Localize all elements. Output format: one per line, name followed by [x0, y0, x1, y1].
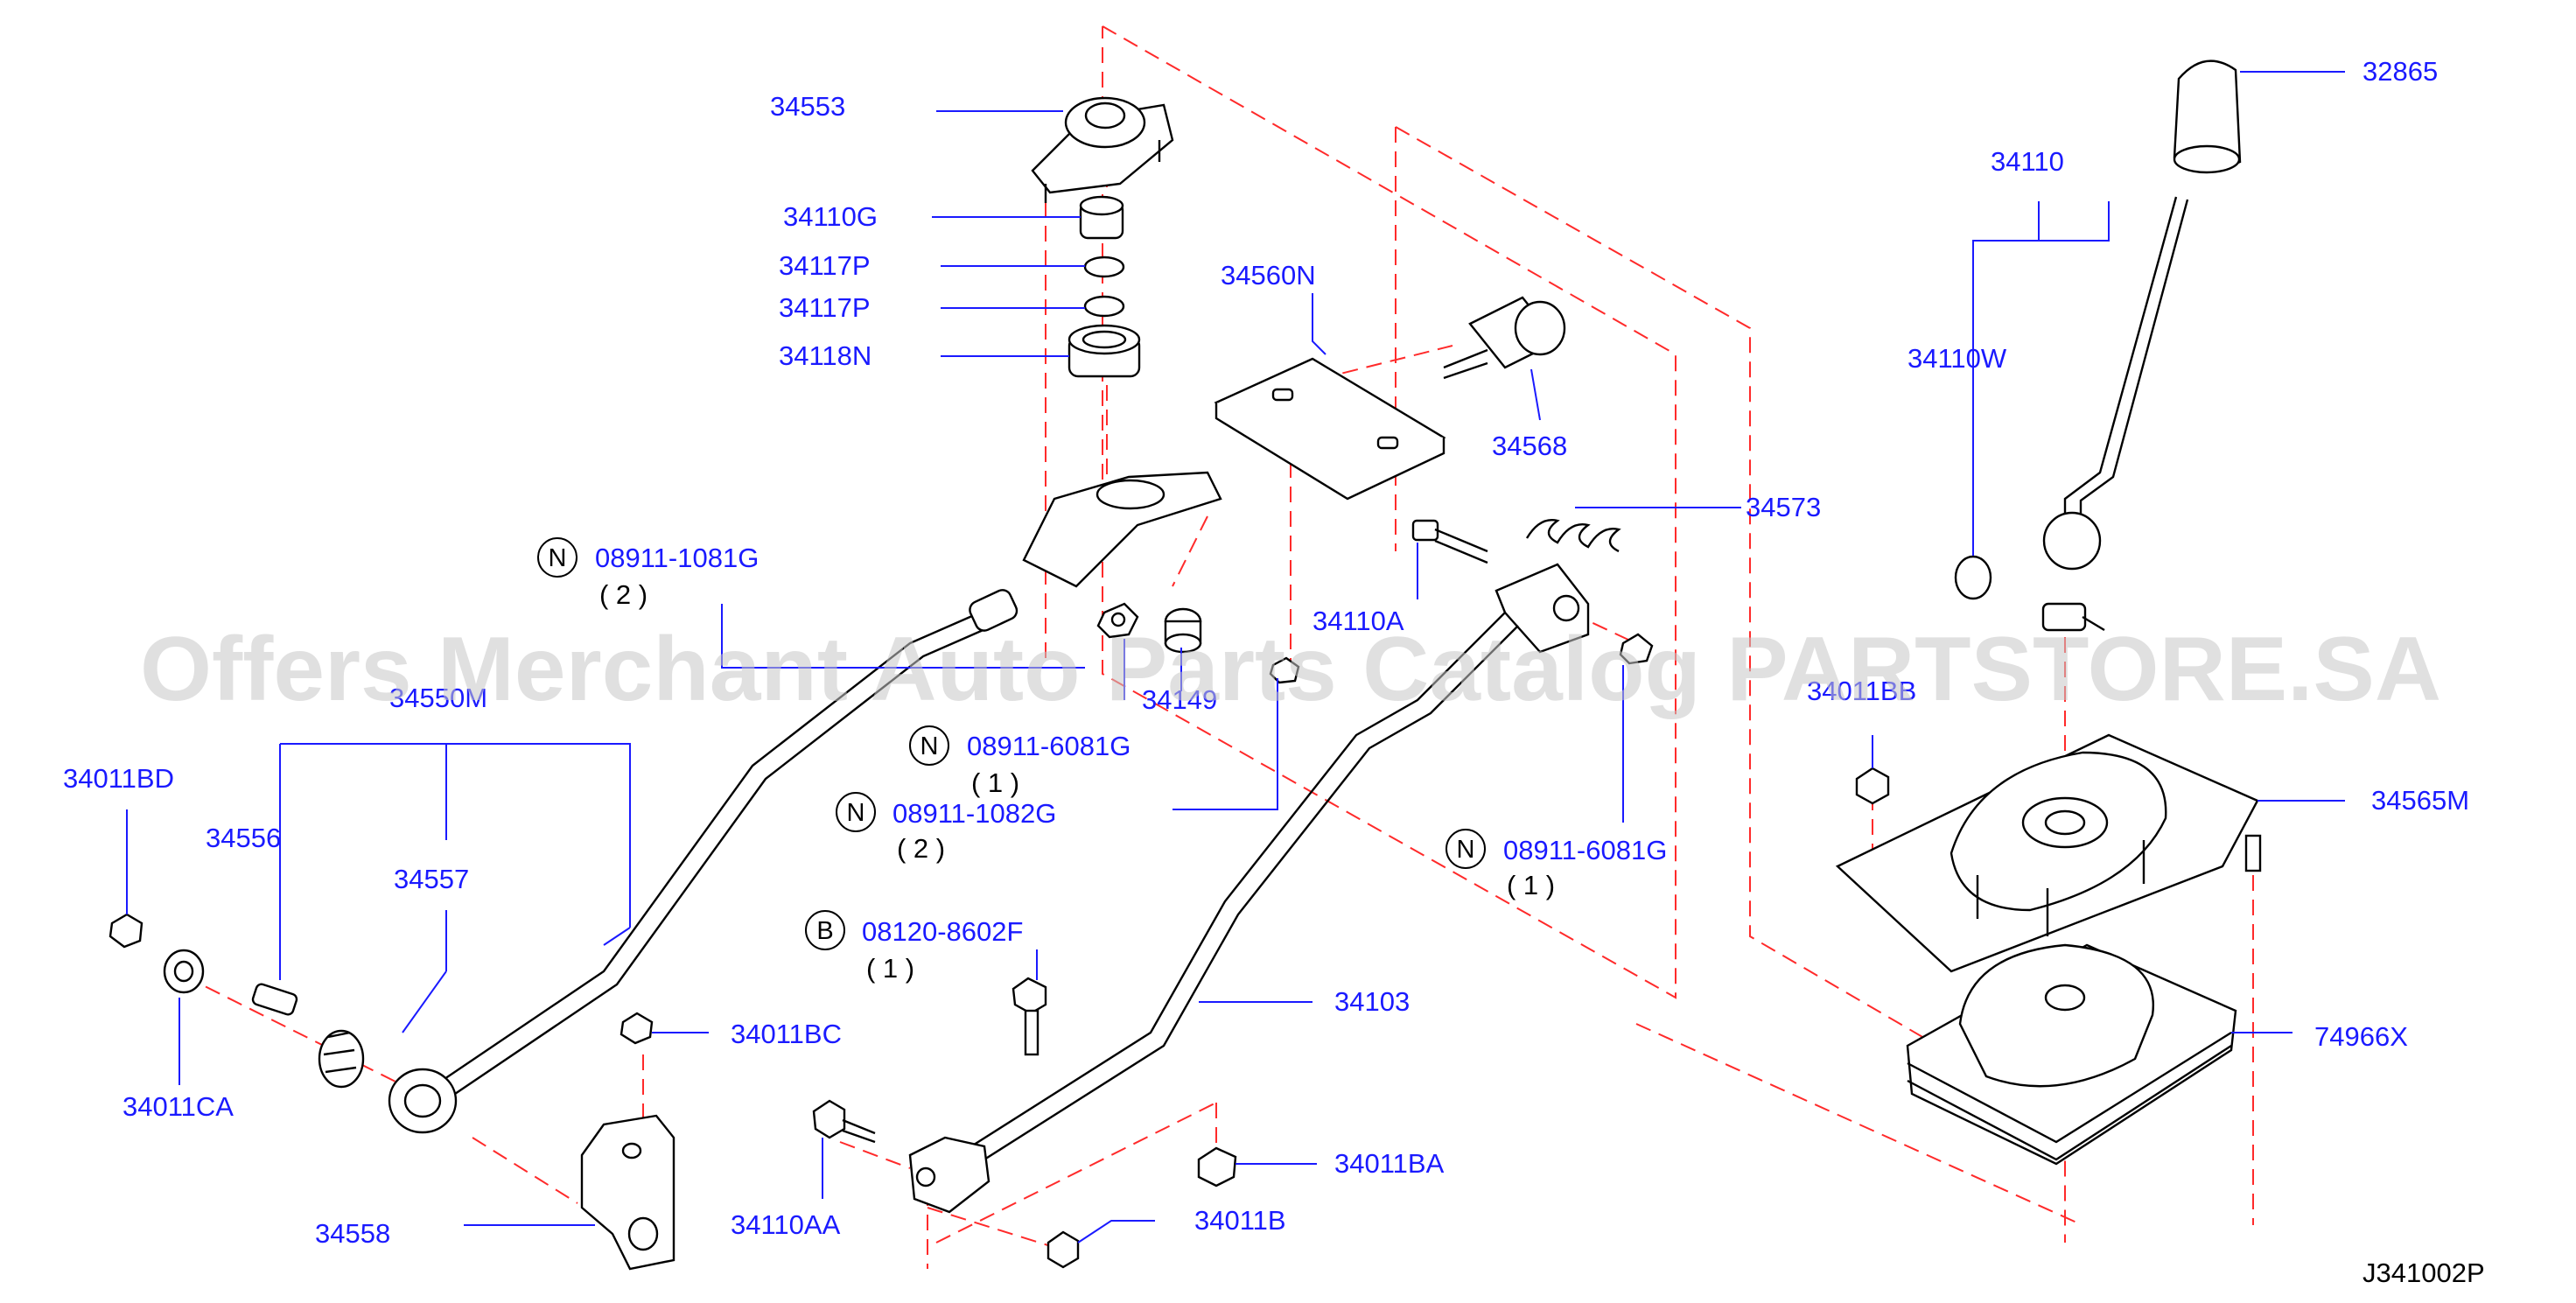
shift-knob-32865: [2173, 60, 2242, 174]
boot-ring-34110W: [1954, 555, 1992, 600]
fastener-part-number: 08911-1081G: [595, 543, 759, 573]
shift-rod-34103: [908, 612, 1519, 1214]
nut-34011BD: [108, 913, 144, 949]
fastener-quantity: ( 1 ): [971, 767, 1019, 798]
prefix-circle: [537, 537, 578, 578]
label-34103[interactable]: 34103: [1334, 986, 1410, 1017]
label-34011BC[interactable]: 34011BC: [731, 1019, 842, 1049]
fastener-quantity: ( 1 ): [1507, 870, 1555, 900]
prefix-letter: N: [920, 732, 939, 760]
nut-upper-mid: [1096, 602, 1139, 639]
fastener-quantity: ( 2 ): [897, 833, 945, 864]
fastener-part-number: 08911-6081G: [967, 731, 1130, 761]
label-34118N[interactable]: 34118N: [779, 340, 872, 371]
fastener-callouts: N 08911-1081G ( 2 ) N 08911-6081G ( 1 ) …: [537, 537, 1667, 984]
label-34553[interactable]: 34553: [770, 91, 845, 122]
lever-bracket: [1494, 563, 1590, 654]
leader-lines: [126, 71, 2345, 1243]
prefix-circle: [909, 725, 949, 766]
fastener-part-number: 08911-6081G: [1503, 835, 1667, 865]
label-34565M[interactable]: 34565M: [2371, 785, 2469, 816]
ring-34117P-lower: [1083, 295, 1125, 318]
prefix-letter: N: [549, 544, 567, 572]
bushing-34118N: [1068, 324, 1141, 378]
prefix-circle: [836, 792, 876, 832]
nut-right: [1619, 633, 1654, 665]
label-34573[interactable]: 34573: [1746, 492, 1821, 522]
prefix-circle: [1446, 829, 1486, 869]
fastener-callout-2[interactable]: N 08911-6081G ( 1 ): [909, 725, 1130, 798]
bushing-34557: [318, 1029, 365, 1089]
label-34011B[interactable]: 34011B: [1194, 1205, 1286, 1236]
fastener-callout-4[interactable]: N 08911-6081G ( 1 ): [1446, 829, 1667, 900]
collar-34556: [251, 983, 298, 1016]
fastener-part-number: 08120-8602F: [862, 916, 1023, 947]
bolt-34110A: [1411, 519, 1488, 564]
pin-34568: [1443, 296, 1566, 380]
stud-34565M: [2244, 834, 2262, 872]
nut-34011BA: [1197, 1146, 1237, 1187]
label-34558[interactable]: 34558: [315, 1218, 390, 1249]
label-34557[interactable]: 34557: [394, 864, 469, 894]
fastener-callout-5[interactable]: B 08120-8602F ( 1 ): [805, 910, 1023, 984]
control-rod-34550M: [441, 471, 1222, 1095]
boot-housing-34565M: [1835, 733, 2259, 973]
shift-lever-34110W: [2041, 196, 2189, 632]
ring-34117P-upper: [1083, 256, 1125, 278]
part-labels: 34553 34110G 34117P 34117P 34118N 34560N…: [63, 56, 2469, 1249]
bracket-34558: [580, 1114, 676, 1271]
bolt-34110AA: [812, 1099, 876, 1144]
spring-34573: [1525, 519, 1621, 553]
bracket-34560N: [1214, 357, 1446, 501]
label-34149[interactable]: 34149: [1142, 684, 1217, 715]
bolt-08120-8602F: [1012, 977, 1047, 1056]
fastener-callout-1[interactable]: N 08911-1081G ( 2 ): [537, 537, 759, 610]
nut-34011BC: [620, 1012, 654, 1045]
label-34110W[interactable]: 34110W: [1908, 343, 2007, 374]
label-34110G[interactable]: 34110G: [783, 201, 878, 232]
label-34550M[interactable]: 34550M: [389, 683, 487, 713]
fastener-quantity: ( 1 ): [866, 953, 914, 984]
prefix-letter: N: [1457, 836, 1475, 864]
prefix-letter: N: [847, 799, 865, 827]
label-34556[interactable]: 34556: [206, 823, 281, 853]
label-34560N[interactable]: 34560N: [1221, 260, 1316, 291]
nut-34011BB: [1855, 767, 1890, 805]
grommet-34149: [1164, 607, 1202, 654]
label-34011BD[interactable]: 34011BD: [63, 763, 174, 794]
label-74966X[interactable]: 74966X: [2314, 1021, 2408, 1052]
fastener-quantity: ( 2 ): [599, 579, 648, 610]
nut-34011B: [1046, 1230, 1080, 1269]
bushing-34110G: [1079, 195, 1124, 240]
label-34117P-upper[interactable]: 34117P: [779, 250, 871, 281]
seat-plate-34553: [1031, 96, 1174, 203]
boot-74966X: [1906, 943, 2237, 1166]
diagram-code: J341002P: [2362, 1257, 2485, 1288]
watermark-text: Offers Merchant Auto Parts Catalog PARTS…: [140, 619, 2441, 720]
label-34011BA[interactable]: 34011BA: [1334, 1148, 1445, 1179]
label-34568[interactable]: 34568: [1492, 431, 1567, 461]
part-drawings: [108, 60, 2262, 1271]
fastener-part-number: 08911-1082G: [892, 798, 1056, 829]
label-34110AA[interactable]: 34110AA: [731, 1209, 841, 1240]
label-34117P-lower[interactable]: 34117P: [779, 292, 871, 323]
prefix-letter: B: [816, 917, 833, 945]
small-nut-center: [1269, 656, 1300, 684]
label-34110A[interactable]: 34110A: [1312, 606, 1404, 636]
rod-end-34557: [388, 1068, 458, 1134]
prefix-circle: [805, 910, 845, 950]
washer-34011CA: [163, 949, 205, 994]
label-32865[interactable]: 32865: [2362, 56, 2438, 87]
label-34011BB[interactable]: 34011BB: [1807, 676, 1916, 706]
label-34110[interactable]: 34110: [1991, 146, 2064, 177]
fastener-callout-3[interactable]: N 08911-1082G ( 2 ): [836, 792, 1056, 864]
label-34011CA[interactable]: 34011CA: [122, 1091, 234, 1122]
